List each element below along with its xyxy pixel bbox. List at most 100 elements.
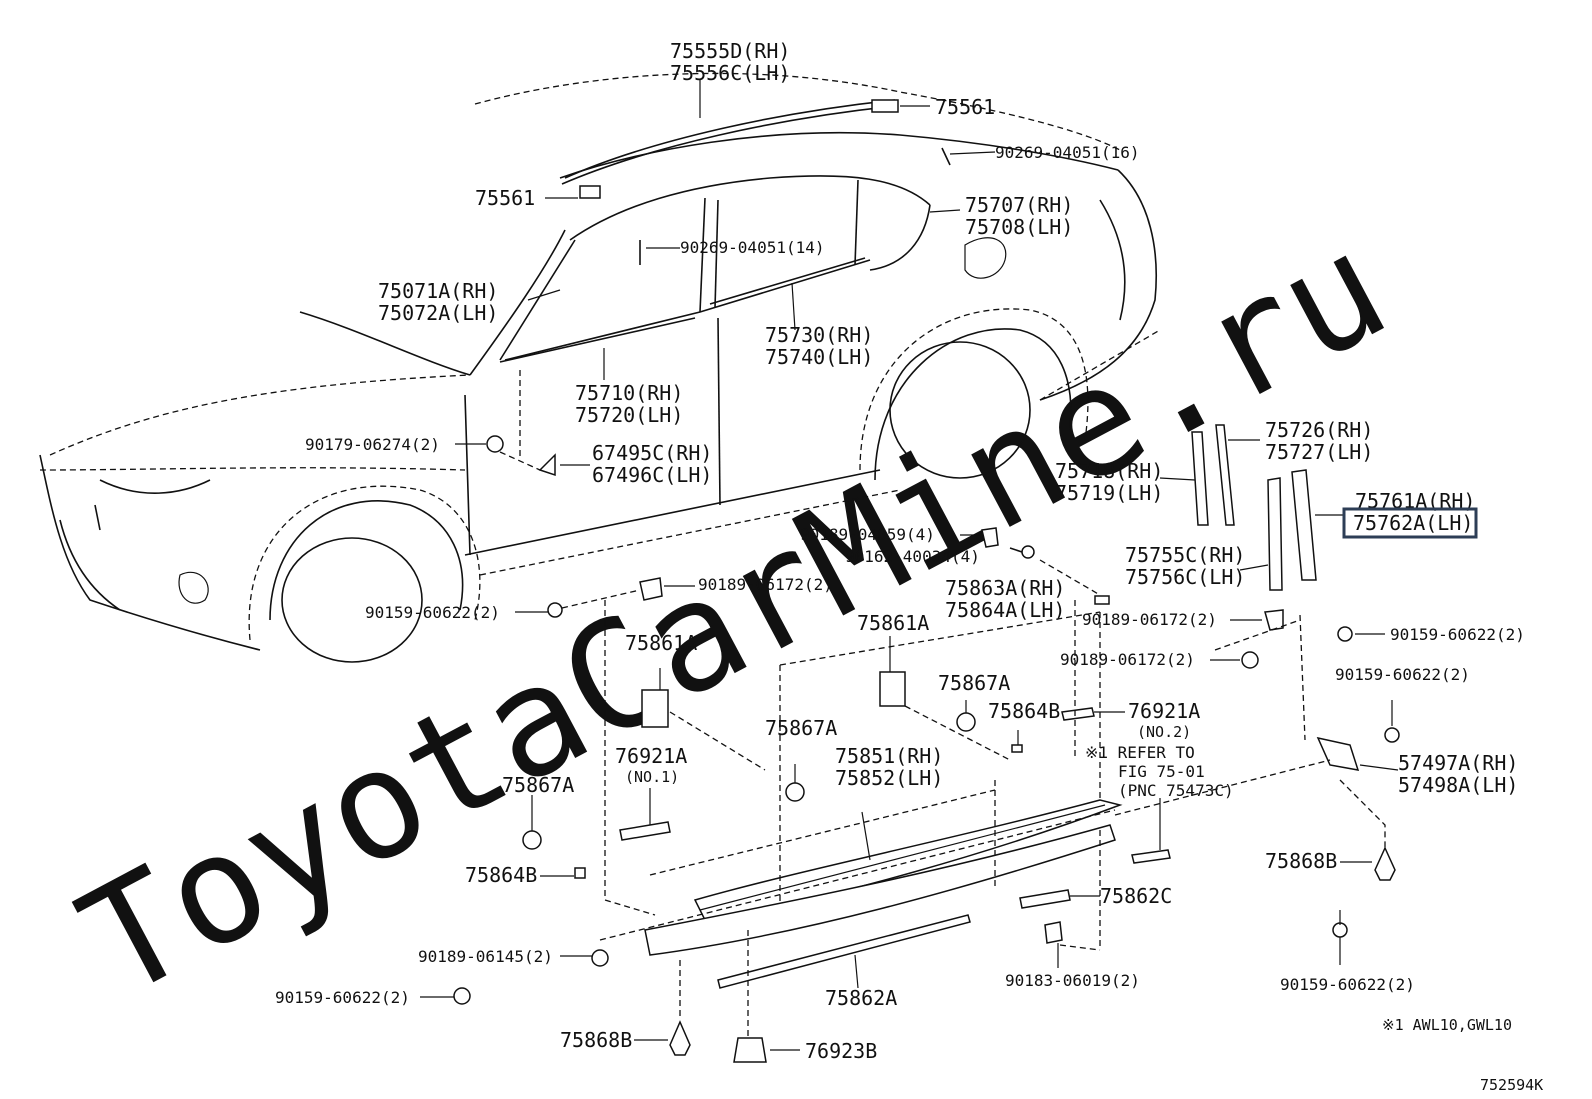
label-refer-2: FIG 75-01: [1118, 762, 1205, 781]
leaders-upper: [499, 209, 961, 460]
clip-90189-06172-c: [1210, 651, 1259, 669]
label-75727: 75727(LH): [1265, 440, 1373, 464]
rocker-panel-75851: [644, 799, 1123, 956]
block-75861a-left: [641, 668, 766, 771]
highlight-box-75762a: [1342, 507, 1478, 539]
clip-75868b-left: [634, 1020, 691, 1056]
label-67495c: 67495C(RH): [592, 441, 712, 465]
label-76921a-no1: 76921A: [615, 744, 687, 768]
label-75726: 75726(RH): [1265, 418, 1373, 442]
clip-75867a-right: [956, 700, 976, 732]
label-75708: 75708(LH): [965, 215, 1073, 239]
label-75719: 75719(LH): [1055, 481, 1163, 505]
strip-76921a-no2: [1061, 707, 1125, 721]
label-75718: 75718(RH): [1055, 459, 1163, 483]
roof-moulding: [561, 80, 896, 185]
bolt-90159-b: [1337, 626, 1385, 642]
label-75710: 75710(RH): [575, 381, 683, 405]
label-75862a: 75862A: [825, 986, 897, 1010]
label-76923b: 76923B: [805, 1039, 877, 1063]
clip-90269-16: [941, 147, 996, 166]
label-75720: 75720(LH): [575, 403, 683, 427]
label-75561-top: 75561: [935, 95, 995, 119]
label-75863a: 75863A(RH): [945, 576, 1065, 600]
label-75868b-left: 75868B: [560, 1028, 632, 1052]
label-75864b-left: 75864B: [465, 863, 537, 887]
label-90189-04059: 90189-04059(4): [800, 525, 935, 544]
clip-75561-top: [871, 99, 930, 113]
label-90183: 90183-06019(2): [1005, 971, 1140, 990]
bolt-90159-d: [420, 987, 471, 1005]
label-90269-14: 90269-04051(14): [680, 238, 825, 257]
clip-75868b-right: [1339, 779, 1396, 881]
strip-76921a-no1: [619, 788, 671, 841]
screw-90162: [1009, 545, 1101, 596]
moulding-75862a: [717, 914, 971, 989]
label-90189-06172-c: 90189-06172(2): [1060, 650, 1195, 669]
clip-90179: [455, 435, 541, 471]
label-75868b-right: 75868B: [1265, 849, 1337, 873]
label-90159-e: 90159-60622(2): [1280, 975, 1415, 994]
label-90159-b: 90159-60622(2): [1390, 625, 1525, 644]
clip-90189-06172-a: [639, 577, 695, 601]
label-90162: 90162-40034(4): [845, 547, 980, 566]
label-90159-a: 90159-60622(2): [365, 603, 500, 622]
label-75740: 75740(LH): [765, 345, 873, 369]
label-75755c: 75755C(RH): [1125, 543, 1245, 567]
label-90179: 90179-06274(2): [305, 435, 440, 454]
label-57497a: 57497A(RH): [1398, 751, 1518, 775]
label-57498a: 57498A(LH): [1398, 773, 1518, 797]
clip-75867a-mid: [785, 764, 805, 802]
clip-90189-06172-b: [1230, 609, 1284, 631]
clip-75863a: [1094, 595, 1110, 605]
clip-75864b-left: [540, 867, 586, 879]
car-body-outline: [39, 72, 1161, 663]
emblem-75473c: [1131, 798, 1171, 864]
label-75555d: 75555D(RH): [670, 39, 790, 63]
clip-90189-06145: [560, 949, 609, 967]
label-75071a: 75071A(RH): [378, 279, 498, 303]
label-75867a-left: 75867A: [502, 773, 574, 797]
bolt-90159-e: [1332, 910, 1348, 965]
mudguard-67495c: [538, 453, 590, 477]
label-75862c: 75862C: [1100, 884, 1172, 908]
bracket-57497a: [1299, 614, 1399, 771]
label-90159-c: 90159-60622(2): [1335, 665, 1470, 684]
clip-90269-14: [639, 240, 680, 265]
label-75730: 75730(RH): [765, 323, 873, 347]
label-90189-06145: 90189-06145(2): [418, 947, 553, 966]
label-75852: 75852(LH): [835, 766, 943, 790]
footnote: ※1 AWL10,GWL10: [1382, 1016, 1512, 1034]
clip-75867a-left: [522, 795, 542, 850]
clip-90189-04059: [960, 527, 999, 548]
label-75707: 75707(RH): [965, 193, 1073, 217]
label-75561-left: 75561: [475, 186, 535, 210]
diagram-code: 752594K: [1480, 1076, 1543, 1094]
label-75851: 75851(RH): [835, 744, 943, 768]
label-75756c: 75756C(LH): [1125, 565, 1245, 589]
label-75867a-mid: 75867A: [765, 716, 837, 740]
label-no2: (NO.2): [1137, 723, 1191, 741]
label-75072a: 75072A(LH): [378, 301, 498, 325]
label-75762a: 75762A(LH): [1353, 511, 1473, 535]
clip-76923b: [733, 1037, 800, 1063]
clip-75561-left: [545, 185, 601, 199]
label-90189-06172-b: 90189-06172(2): [1082, 610, 1217, 629]
label-90189-06172-a: 90189-06172(2): [698, 575, 833, 594]
part-labels: 75555D(RH) 75556C(LH) 75561 90269-04051(…: [275, 39, 1543, 1094]
strip-75862c: [1019, 889, 1100, 909]
door-frame-mouldings: [1159, 424, 1345, 591]
label-76921a-no2: 76921A: [1128, 699, 1200, 723]
bolt-90159-c: [1384, 700, 1400, 743]
clip-75864b-right: [1011, 730, 1023, 753]
label-90269-16: 90269-04051(16): [995, 143, 1140, 162]
label-67496c: 67496C(LH): [592, 463, 712, 487]
block-75861a-mid: [879, 636, 1011, 761]
label-refer-3: (PNC 75473C): [1118, 781, 1234, 800]
dashed-guides: [599, 600, 1331, 1036]
bolt-90159-a: [515, 589, 641, 618]
label-no1: (NO.1): [625, 768, 679, 786]
label-75864b-right: 75864B: [988, 699, 1060, 723]
label-75867a-right: 75867A: [938, 671, 1010, 695]
